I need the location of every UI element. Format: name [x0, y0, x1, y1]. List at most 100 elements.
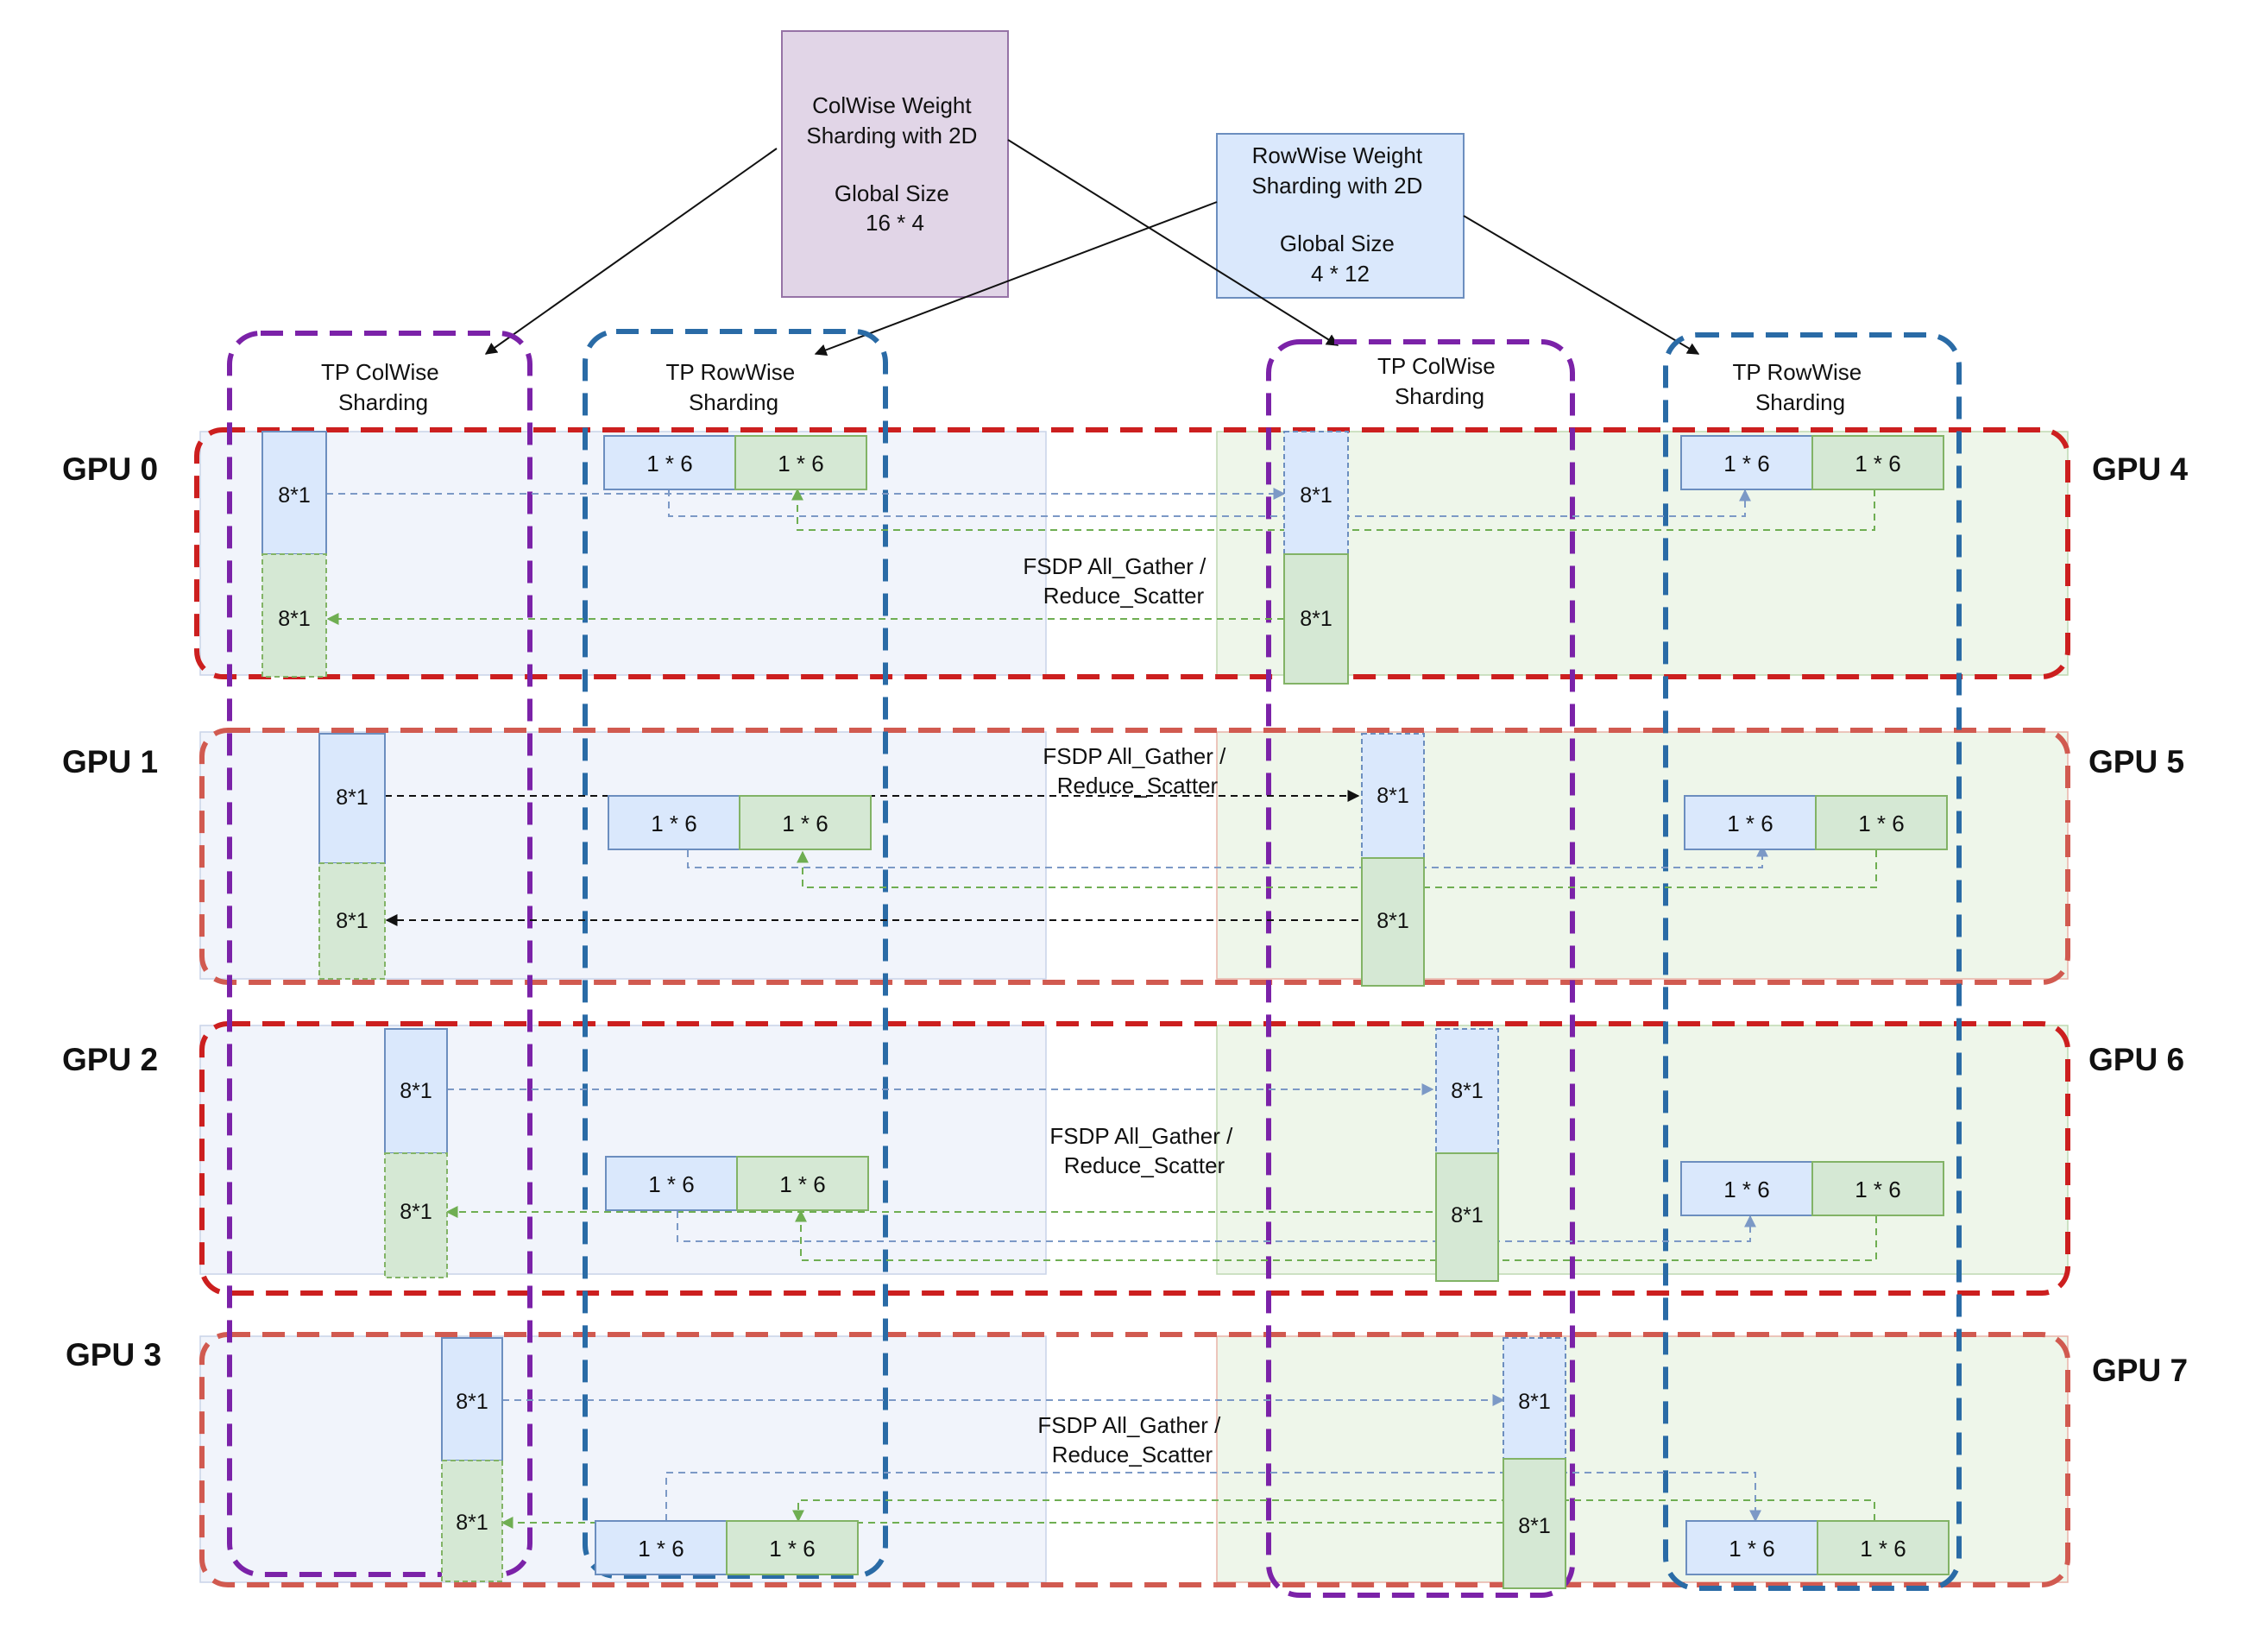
conn-row-green-3	[792, 1499, 1875, 1523]
col-shard-gpu3-bottom-label: 8*1	[456, 1511, 488, 1535]
gpu-label-6: GPU 6	[2088, 1042, 2184, 1077]
row-shard-gpu1: 1 * 6 1 * 6	[608, 795, 872, 850]
background-panels	[199, 431, 2069, 1583]
fsdp-label-2-line1: FSDP All_Gather /	[1049, 1123, 1233, 1149]
conn-row-blue-3	[665, 1472, 1761, 1523]
gpu-label-0: GPU 0	[62, 451, 158, 487]
tp-left-row-label-1: TP RowWise	[665, 359, 795, 385]
row-shard-gpu7-blue-label: 1 * 6	[1729, 1536, 1775, 1562]
row-shard-gpu6: 1 * 6 1 * 6	[1680, 1161, 1944, 1216]
fsdp-label-1-line1: FSDP All_Gather /	[1043, 743, 1226, 769]
col-shard-gpu0-bottom-label: 8*1	[278, 607, 311, 631]
conn-row-green-2	[795, 1209, 1877, 1261]
rowwise-global-size-label: Global Size	[1280, 230, 1395, 256]
fsdp-connectors	[326, 488, 1877, 1529]
tp-group-outlines	[227, 329, 1962, 1598]
row-shard-gpu2-blue-label: 1 * 6	[648, 1171, 695, 1197]
col-shard-gpu5-bottom-label: 8*1	[1377, 909, 1409, 933]
conn-row-blue-0	[668, 489, 1751, 517]
row-shard-gpu5-green-label: 1 * 6	[1858, 811, 1905, 836]
arrow-colwise-to-right-col	[1007, 139, 1339, 346]
gpu-labels: GPU 0 GPU 1 GPU 2 GPU 3 GPU 4 GPU 5 GPU …	[62, 451, 2188, 1388]
col-shard-gpu1-bottom-label: 8*1	[336, 909, 369, 933]
svg-text:TP ColWise Sharding: TP ColWise Sharding	[1377, 353, 1502, 409]
col-shard-gpu4-bottom-label: 8*1	[1300, 607, 1332, 631]
right-panel-gpu5	[1216, 731, 2069, 980]
gpu-label-1: GPU 1	[62, 744, 158, 779]
tp-left-colwise-group	[227, 331, 532, 1577]
row-shard-gpu0-blue-label: 1 * 6	[646, 451, 693, 476]
row-shard-gpu1-green-label: 1 * 6	[782, 811, 828, 836]
svg-text:RowWise Weight Sharding: RowWise Weight Sharding with 2D Global S…	[1251, 142, 1428, 287]
tp-right-col-label-2: Sharding	[1395, 383, 1484, 409]
row-shard-gpu4-blue-label: 1 * 6	[1723, 451, 1770, 476]
fsdp-label-0-line2: Reduce_Scatter	[1043, 583, 1205, 609]
tp-left-col-label-1: TP ColWise	[321, 359, 439, 385]
row-shard-gpu2: 1 * 6 1 * 6	[605, 1156, 869, 1211]
row-shard-gpu7-green-label: 1 * 6	[1860, 1536, 1906, 1562]
rowwise-global-size-value: 4 * 12	[1311, 261, 1370, 287]
row-shard-gpu7: 1 * 6 1 * 6	[1685, 1520, 1950, 1575]
row-shard-gpu0: 1 * 6 1 * 6	[603, 435, 867, 490]
gpu-label-3: GPU 3	[66, 1337, 161, 1372]
gpu-group-2-6	[199, 1021, 2070, 1296]
fsdp-labels: FSDP All_Gather / Reduce_Scatter FSDP Al…	[1023, 553, 1233, 1467]
col-shard-gpu7-bottom-label: 8*1	[1518, 1514, 1551, 1538]
colwise-title-line1: ColWise Weight	[812, 92, 972, 118]
conn-row-blue-2	[677, 1211, 1756, 1242]
tp-left-row-label-2: Sharding	[689, 389, 778, 415]
col-shard-gpu2: 8*1 8*1	[384, 1028, 448, 1278]
conn-row-blue-1	[687, 844, 1768, 868]
row-shard-gpu6-green-label: 1 * 6	[1855, 1177, 1901, 1202]
tp-group-labels: TP ColWise Sharding TP RowWise Sharding …	[321, 353, 1868, 415]
conn-row-green-1	[797, 850, 1877, 888]
tp-left-rowwise-group	[583, 329, 888, 1579]
col-shard-gpu5: 8*1 8*1	[1361, 733, 1425, 987]
conn-row-green-0	[791, 488, 1875, 531]
gpu-group-outlines	[194, 427, 2070, 1587]
colwise-title-line2: Sharding with 2D	[806, 123, 977, 148]
col-shard-gpu7: 8*1 8*1	[1503, 1337, 1566, 1589]
tp-right-rowwise-group	[1663, 332, 1962, 1591]
arrow-rowwise-to-left-row	[814, 201, 1218, 357]
svg-text:TP RowWise Sharding: TP RowWise Sharding	[1732, 359, 1868, 415]
gpu-label-5: GPU 5	[2088, 744, 2184, 779]
row-shard-gpu5: 1 * 6 1 * 6	[1684, 795, 1948, 850]
colwise-weight-box: ColWise Weight Sharding with 2D Global S…	[781, 30, 1009, 298]
col-shard-gpu0-top-label: 8*1	[278, 483, 311, 508]
gpu-label-2: GPU 2	[62, 1042, 158, 1077]
col-shard-gpu3: 8*1 8*1	[441, 1337, 503, 1582]
fsdp-label-2-line2: Reduce_Scatter	[1064, 1152, 1225, 1178]
col-shard-gpu6-top-label: 8*1	[1451, 1079, 1484, 1103]
col-shard-gpu2-top-label: 8*1	[400, 1079, 432, 1103]
fsdp-label-0-line1: FSDP All_Gather /	[1023, 553, 1206, 579]
col-shard-gpu6: 8*1 8*1	[1435, 1028, 1499, 1282]
col-shard-gpu4: 8*1 8*1	[1283, 431, 1349, 685]
row-shard-gpu4: 1 * 6 1 * 6	[1680, 435, 1944, 490]
tp-right-row-label-1: TP RowWise	[1732, 359, 1862, 385]
row-shard-gpu0-green-label: 1 * 6	[778, 451, 824, 476]
col-shard-gpu5-top-label: 8*1	[1377, 784, 1409, 808]
svg-text:TP ColWise Sharding: TP ColWise Sharding	[321, 359, 445, 415]
rowwise-title-line1: RowWise Weight	[1252, 142, 1423, 168]
col-shard-gpu4-top-label: 8*1	[1300, 483, 1332, 508]
arrow-colwise-to-left-col	[484, 148, 778, 355]
gpu-label-4: GPU 4	[2092, 451, 2188, 487]
row-shard-gpu1-blue-label: 1 * 6	[651, 811, 697, 836]
svg-text:FSDP All_Gather / Reduce: FSDP All_Gather / Reduce_Scatter	[1037, 1412, 1226, 1467]
weight-to-tp-arrows	[484, 139, 1700, 357]
tp-right-col-label-1: TP ColWise	[1377, 353, 1496, 379]
gpu-label-7: GPU 7	[2092, 1353, 2188, 1388]
svg-text:FSDP All_Gather / Reduce: FSDP All_Gather / Reduce_Scatter	[1023, 553, 1212, 609]
rowwise-weight-box: RowWise Weight Sharding with 2D Global S…	[1216, 133, 1465, 299]
row-shard-gpu3-blue-label: 1 * 6	[638, 1536, 684, 1562]
col-shard-gpu1: 8*1 8*1	[318, 733, 386, 980]
row-shard-gpu3: 1 * 6 1 * 6	[595, 1520, 859, 1575]
colwise-global-size-value: 16 * 4	[866, 210, 924, 236]
row-shard-gpu2-green-label: 1 * 6	[779, 1171, 826, 1197]
svg-text:TP RowWise Sharding: TP RowWise Sharding	[665, 359, 801, 415]
row-shard-gpu5-blue-label: 1 * 6	[1727, 811, 1773, 836]
svg-text:ColWise Weight Sharding: ColWise Weight Sharding with 2D Global S…	[806, 92, 983, 236]
row-shard-gpu4-green-label: 1 * 6	[1855, 451, 1901, 476]
